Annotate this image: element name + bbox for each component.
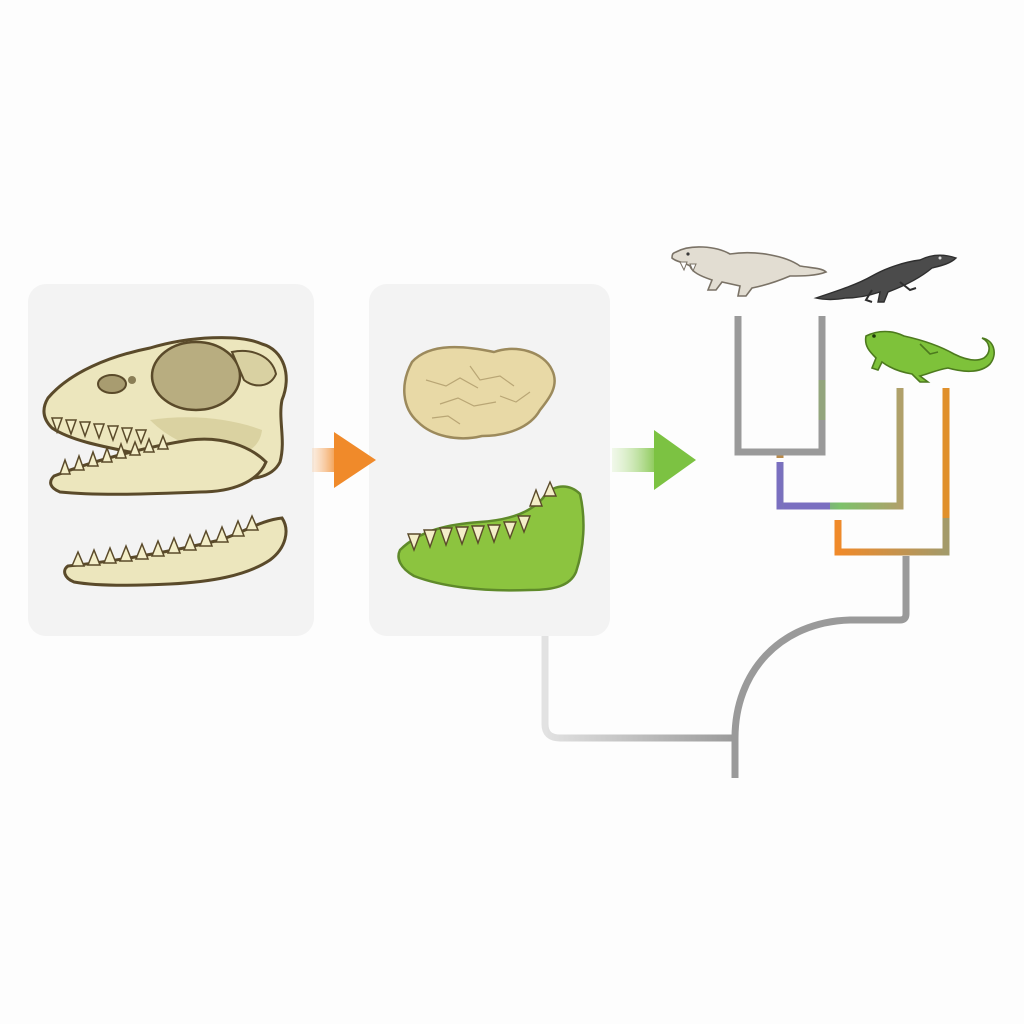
green-lizard-icon (864, 330, 995, 383)
fossil-placement-branch (541, 636, 735, 742)
arrow-fragments-to-tree (612, 430, 696, 490)
inner-node-branch (834, 518, 950, 556)
upper-node-branch (776, 388, 904, 510)
dark-lizard-icon (813, 254, 958, 303)
highlighted-jaw-icon (397, 480, 585, 592)
bone-fragment-icon (403, 345, 556, 440)
arrow-skull-to-fragments (312, 432, 376, 488)
skull-icon (42, 336, 288, 496)
phylogenetic-tree (541, 316, 950, 778)
top-clade-branch (734, 316, 826, 456)
lower-jaw-icon (63, 514, 288, 587)
stem-synapsid-icon (671, 246, 828, 297)
root-branch (731, 556, 910, 778)
